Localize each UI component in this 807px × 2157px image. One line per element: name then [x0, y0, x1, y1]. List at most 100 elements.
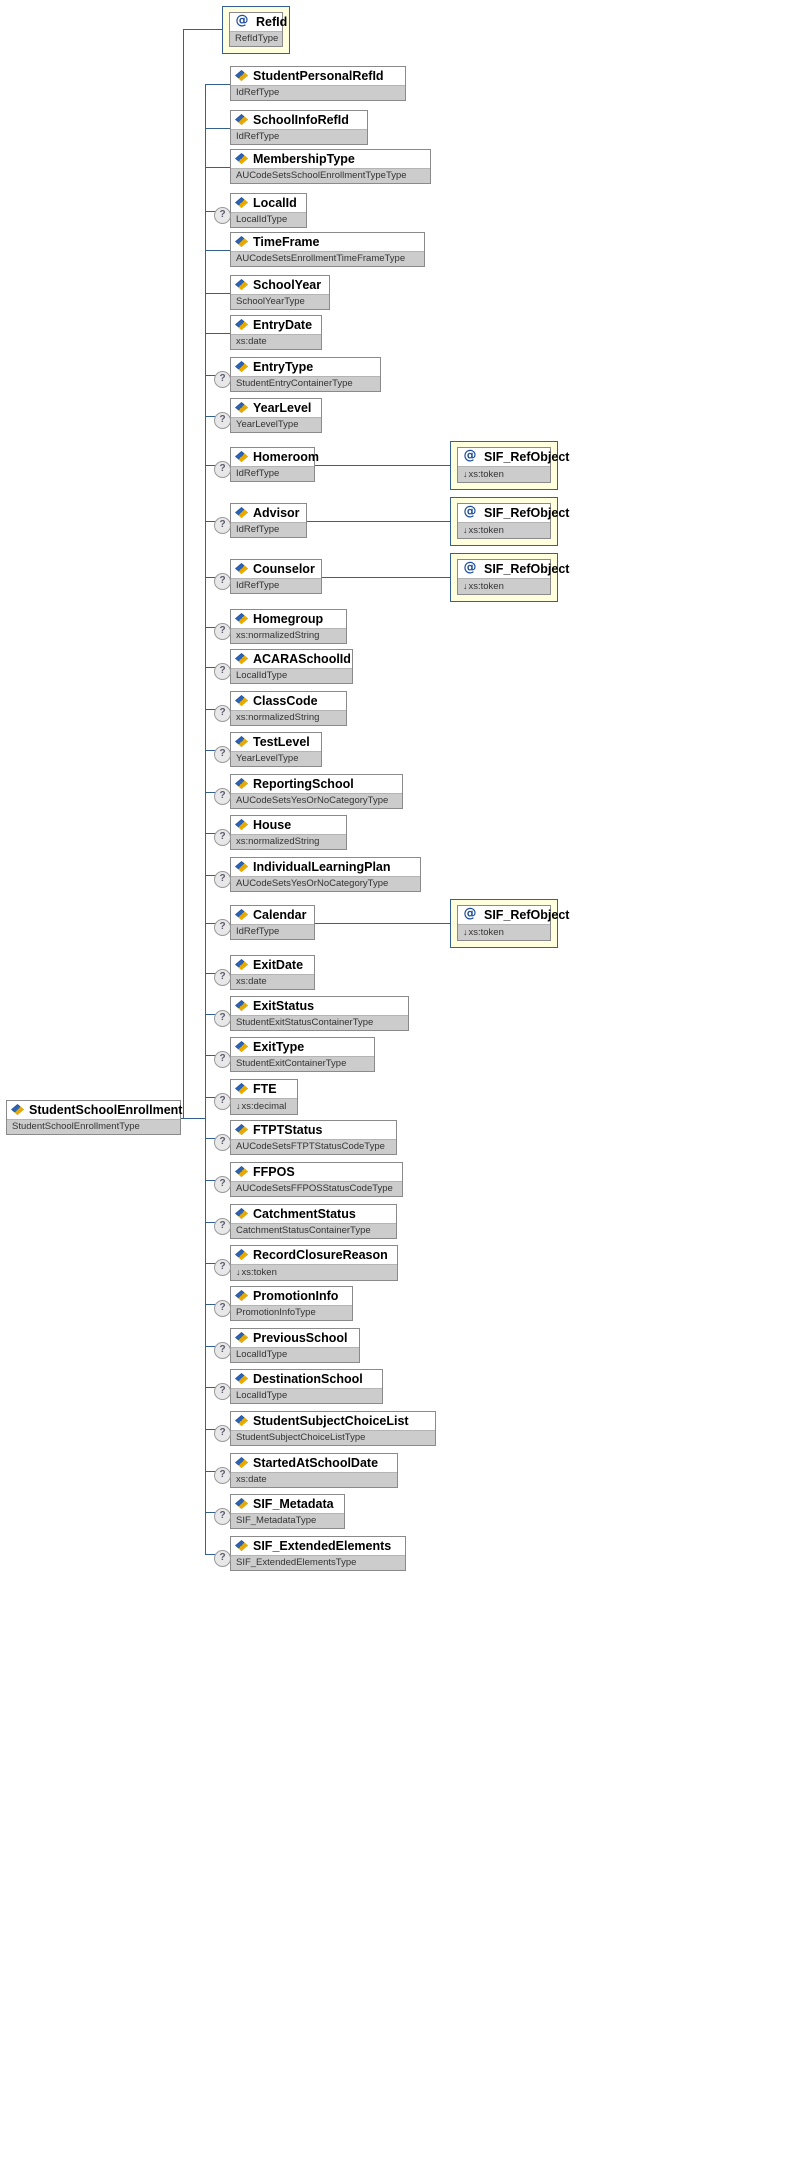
node-type-text: AUCodeSetsEnrollmentTimeFrameType	[236, 253, 406, 264]
node-type: IdRefType	[231, 578, 322, 593]
node-type-text: xs:normalizedString	[236, 712, 320, 723]
node-type-text: StudentSchoolEnrollmentType	[12, 1121, 140, 1132]
node-type-text: IdRefType	[236, 468, 280, 479]
node-name-text: ExitDate	[253, 958, 304, 972]
node-type-text: StudentSubjectChoiceListType	[236, 1432, 366, 1443]
node-name-text: StudentSubjectChoiceList	[253, 1414, 409, 1428]
node-name-text: CatchmentStatus	[253, 1207, 356, 1221]
node-name-text: PreviousSchool	[253, 1331, 348, 1345]
derived-down-arrow-icon: ↓	[463, 469, 468, 479]
optional-question-icon: ?	[214, 1467, 231, 1484]
node-type: StudentSubjectChoiceListType	[231, 1430, 436, 1445]
connector-child-stub	[205, 250, 230, 251]
node-name-text: YearLevel	[253, 401, 312, 415]
node-type-text: xs:token	[241, 1267, 277, 1278]
node-type-text: AUCodeSetsYesOrNoCategoryType	[236, 795, 389, 806]
optional-question-icon: ?	[214, 1134, 231, 1151]
node-name-text: SIF_RefObject	[484, 562, 570, 576]
node-name-text: Homeroom	[253, 450, 319, 464]
node-type-text: AUCodeSetsYesOrNoCategoryType	[236, 878, 389, 889]
node-name: SIF_Metadata	[231, 1495, 345, 1513]
node-name: Advisor	[231, 504, 307, 522]
element-icon	[235, 736, 248, 747]
schema-node-fte[interactable]: FTE↓xs:decimal	[230, 1079, 298, 1115]
connector-refobject-vertical	[450, 922, 451, 923]
node-name-text: RefId	[256, 15, 288, 29]
optional-question-icon: ?	[214, 1093, 231, 1110]
schema-node-recordclosurereason[interactable]: RecordClosureReason↓xs:token	[230, 1245, 399, 1281]
node-type: LocalIdType	[231, 668, 352, 683]
node-type-text: StudentExitStatusContainerType	[236, 1017, 374, 1028]
node-name-text: House	[253, 818, 292, 832]
element-icon	[235, 1000, 248, 1011]
node-name: FTE	[231, 1080, 297, 1098]
node-type: IdRefType	[231, 85, 405, 100]
element-icon	[235, 1249, 248, 1260]
node-name: TestLevel	[231, 733, 322, 751]
element-icon	[235, 319, 248, 330]
node-name-text: ReportingSchool	[253, 777, 354, 791]
optional-question-icon: ?	[214, 1508, 231, 1525]
node-name: ReportingSchool	[231, 775, 402, 793]
node-type: SchoolYearType	[231, 294, 329, 309]
node-type-text: IdRefType	[236, 926, 280, 937]
node-name-text: SIF_RefObject	[484, 908, 570, 922]
element-icon	[235, 653, 248, 664]
schema-node-sif-refobject[interactable]: @SIF_RefObject↓xs:token	[450, 899, 569, 948]
node-name-text: FFPOS	[253, 1165, 295, 1179]
node-name: StartedAtSchoolDate	[231, 1454, 398, 1472]
node-name-text: DestinationSchool	[253, 1372, 363, 1386]
schema-node-sif-refobject[interactable]: @SIF_RefObject↓xs:token	[450, 553, 569, 602]
connector-element-spine	[205, 84, 206, 1554]
node-name: StudentSchoolEnrollment	[7, 1101, 182, 1119]
element-icon	[235, 1415, 248, 1426]
schema-node-sif-refobject[interactable]: @SIF_RefObject↓xs:token	[450, 441, 569, 490]
schema-node-sif-refobject[interactable]: @SIF_RefObject↓xs:token	[450, 497, 569, 546]
derived-down-arrow-icon: ↓	[463, 927, 468, 937]
element-icon	[235, 236, 248, 247]
node-name-text: LocalId	[253, 196, 297, 210]
optional-question-icon: ?	[214, 1383, 231, 1400]
node-name-text: SIF_Metadata	[253, 1497, 334, 1511]
element-icon	[235, 507, 248, 518]
node-type-text: xs:token	[468, 469, 504, 480]
derived-down-arrow-icon: ↓	[236, 1101, 241, 1111]
attribute-icon: @	[463, 448, 477, 463]
optional-question-icon: ?	[214, 573, 231, 590]
